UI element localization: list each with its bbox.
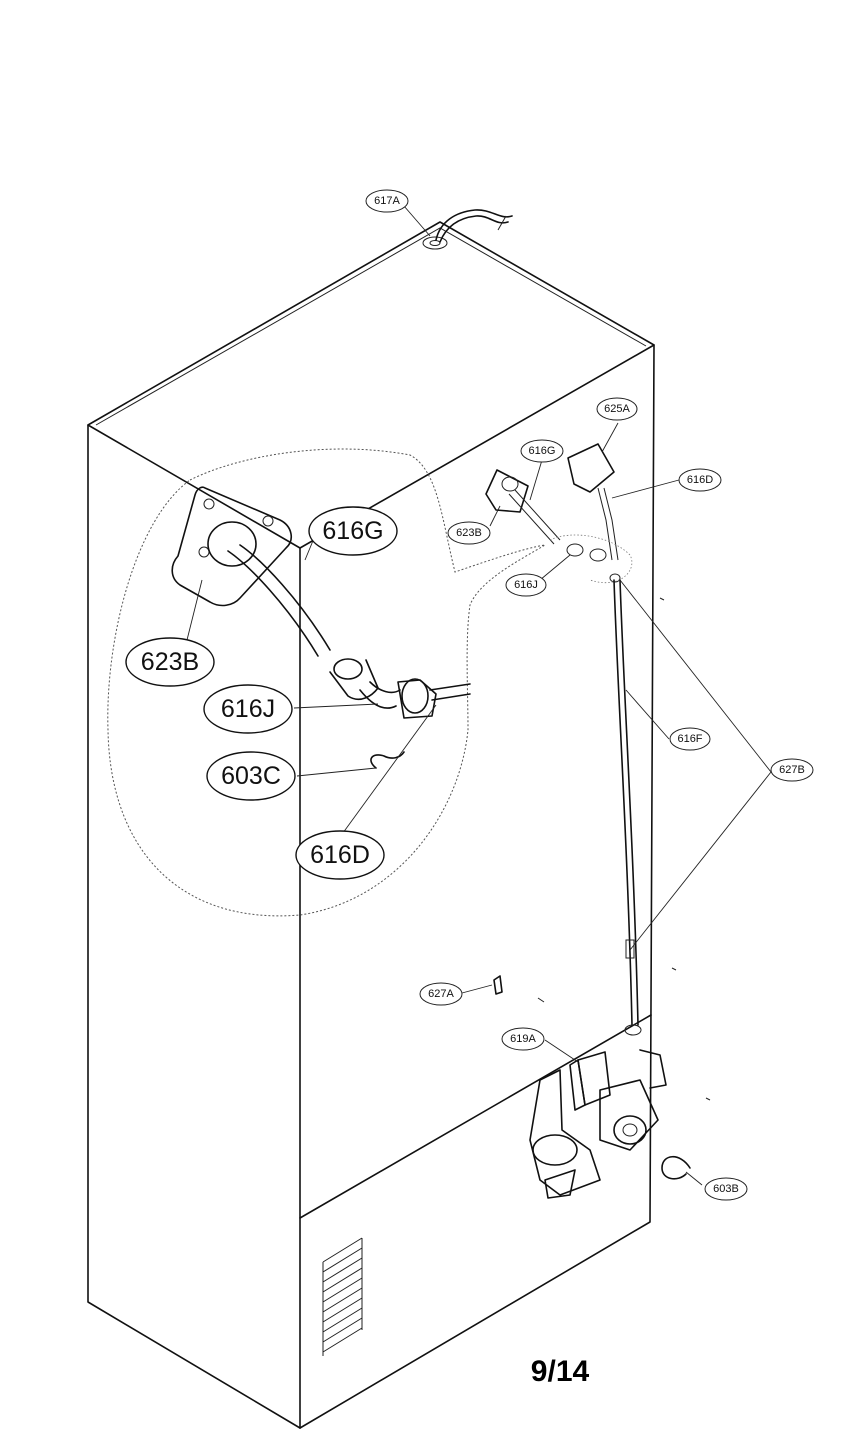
callout-623B-small: 623B [447,521,491,545]
water-line-assembly [485,443,711,1101]
callout-616D-large-label: 616D [310,841,370,869]
leader-lines [185,205,772,1186]
callout-625A: 625A [596,397,638,421]
callout-603B-label: 603B [713,1183,739,1195]
callout-619A-label: 619A [510,1033,536,1045]
callout-627B-label: 627B [779,764,805,776]
callout-616J-small-label: 616J [514,579,538,591]
callout-616G-large: 616G [308,506,398,556]
callout-603C-large: 603C [206,751,296,801]
callout-619A: 619A [501,1027,545,1051]
callout-603B: 603B [704,1177,748,1201]
callout-627A-label: 627A [428,988,454,1000]
callout-616G-small-label: 616G [529,445,556,457]
callout-616D-small-label: 616D [687,474,713,486]
magnified-view-outline [107,448,546,917]
callout-616G-large-label: 616G [322,517,383,545]
callout-623B-large-label: 623B [141,648,199,676]
callout-616J-small: 616J [505,573,547,597]
refrigerator-cabinet [87,221,655,1429]
callout-603C-large-label: 603C [221,762,281,790]
callout-627A: 627A [419,982,463,1006]
callout-623B-small-label: 623B [456,527,482,539]
page-number: 9/14 [531,1355,590,1388]
callout-616F-label: 616F [677,733,702,745]
callout-627B: 627B [770,758,814,782]
callout-616G-small: 616G [520,439,564,463]
vent-grille [322,1237,363,1356]
callout-623B-large: 623B [125,637,215,687]
callout-616J-large-label: 616J [221,695,275,723]
inlet-tube-617A [422,209,513,250]
callout-617A-label: 617A [374,195,400,207]
callout-617A: 617A [365,189,409,213]
callout-625A-label: 625A [604,403,630,415]
dotted-foam-area [549,534,633,584]
callout-616D-large: 616D [295,830,385,880]
magnified-parts [171,486,471,769]
callout-616D-small: 616D [678,468,722,492]
callout-616F: 616F [669,727,711,751]
clip-603B [661,1155,691,1180]
callout-616J-large: 616J [203,684,293,734]
water-valve-619A [529,1049,667,1199]
